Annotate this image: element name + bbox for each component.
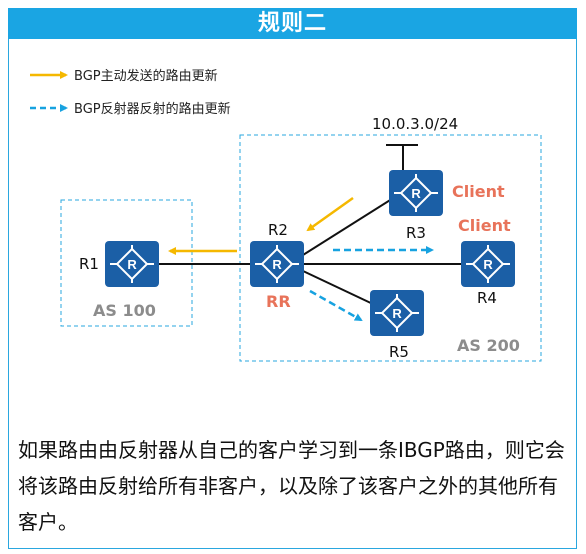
network-label: 10.0.3.0/24	[372, 115, 458, 133]
link-r2-r3	[302, 196, 396, 256]
router-r5-label: R5	[389, 343, 409, 361]
client-r4-label: Client	[458, 216, 511, 235]
rr-label: RR	[266, 292, 291, 311]
as200-box	[239, 134, 542, 362]
client-r3-label: Client	[452, 182, 505, 201]
router-r1-icon	[104, 240, 160, 288]
legend-solid-label: BGP主动发送的路由更新	[74, 68, 218, 84]
as100-label: AS 100	[93, 301, 156, 320]
router-r4-icon	[460, 240, 516, 288]
router-r3-icon	[388, 169, 444, 217]
legend-dashed-label: BGP反射器反射的路由更新	[74, 101, 231, 117]
link-r2-r5	[302, 270, 376, 306]
router-r2-label: R2	[268, 221, 288, 239]
router-r4-label: R4	[477, 289, 497, 307]
reflect-arrow-r2-to-r5	[309, 289, 363, 322]
description-text: 如果路由由反射器从自己的客户学习到一条IBGP路由，则它会将该路由反射给所有非客…	[18, 438, 565, 534]
router-r3-label: R3	[406, 224, 426, 242]
update-arrow-r3-to-r2	[306, 196, 354, 232]
router-r5-icon	[369, 289, 425, 337]
page-title: 规则二	[8, 8, 577, 39]
as200-label: AS 200	[457, 336, 520, 355]
as100-box	[60, 199, 193, 327]
router-r1-label: R1	[79, 255, 99, 273]
router-r2-icon	[249, 240, 305, 288]
